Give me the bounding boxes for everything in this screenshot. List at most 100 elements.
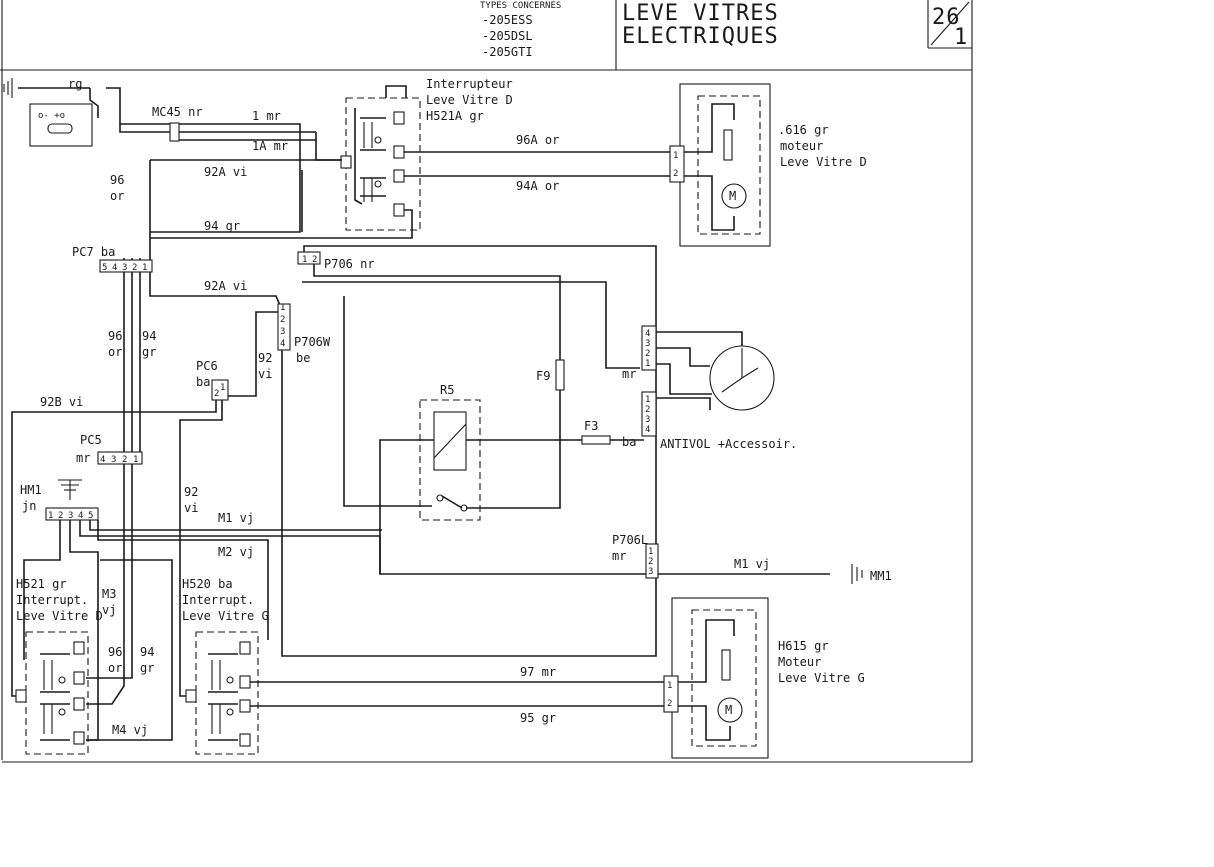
switch-d-h521: H521 gr Interrupt. Leve Vitre D	[15, 577, 103, 755]
connector-pc7: PC7 ba 5 4 3 2 1	[72, 245, 153, 273]
pc6-label: PC6	[196, 359, 218, 373]
wire-94gr-mid-b: gr	[142, 345, 156, 359]
connector-pc5: PC5 mr 4 3 2 1	[76, 433, 143, 465]
motor-left: 1 2 M H615 gr Moteur Leve Vitre G	[663, 597, 865, 759]
pc6-pin-1: 1	[220, 383, 225, 393]
battery: o- +o rg	[3, 77, 316, 233]
relay-label: R5	[440, 383, 454, 397]
antivol-pin-2: 2	[645, 405, 650, 415]
diagram-title-line2: ELECTRIQUES	[622, 24, 779, 49]
battery-terminals: o- +o	[38, 111, 65, 121]
switch-d-line3: Leve Vitre D	[16, 609, 103, 623]
wire-96or-top-b: or	[110, 189, 124, 203]
motor-left-line1: H615 gr	[778, 639, 829, 653]
p706w-pin-4: 4	[280, 339, 285, 349]
motor-left-line2: Moteur	[778, 655, 821, 669]
p706w-pin-1: 1	[280, 303, 285, 313]
p706l-label: P706L	[612, 533, 648, 547]
connector-p706w: 4 3 2 1 P706W be	[277, 303, 331, 365]
wire-92vi-low-b: vi	[184, 501, 198, 515]
wiper-pin-4: 4	[645, 329, 650, 339]
svg-text:2: 2	[673, 169, 678, 179]
antivol-pin-4: 4	[645, 425, 650, 435]
p706-pin-1: 1	[302, 255, 307, 265]
wire-92avi-top: 92A vi	[204, 165, 247, 179]
wire-m4vj: M4 vj	[112, 723, 148, 737]
hm1-pin-3: 3	[68, 511, 73, 521]
wire-96or-mid-a: 96	[108, 329, 122, 343]
wire-m1vj: M1 vj	[218, 511, 254, 525]
wire-96or-low-b: or	[108, 661, 122, 675]
switch-right-line3: H521A gr	[426, 109, 484, 123]
switch-g-line2: Interrupt.	[182, 593, 254, 607]
pc5-label: PC5	[80, 433, 102, 447]
motor-right-line3: Leve Vitre D	[780, 155, 867, 169]
antivol: 4 3 2 1 ANTIVOL +Accessoir.	[641, 391, 797, 451]
wire-94gr-top: 94 gr	[204, 219, 240, 233]
wiper-color: mr	[622, 367, 636, 381]
sheet-number: 26	[932, 5, 961, 30]
p706l-pin-3: 3	[648, 567, 653, 577]
connector-p706l: P706L mr 1 2 3	[612, 533, 659, 579]
wire-1mr: 1 mr	[252, 109, 281, 123]
f3-label: F3	[584, 419, 598, 433]
fuse-f3: F3 ba	[581, 419, 636, 449]
wiper-pin-2: 2	[645, 349, 650, 359]
connector-mc45: MC45 nr	[152, 105, 316, 142]
diagram-title-line1: LEVE VITRES	[622, 1, 779, 26]
wire-m2vj: M2 vj	[218, 545, 254, 559]
fuse-f9: F9	[536, 359, 565, 391]
hm1-color: jn	[22, 499, 36, 513]
wire-94gr-low-a: 94	[140, 645, 154, 659]
wire-m3vj-a: M3	[102, 587, 116, 601]
p706w-pin-2: 2	[280, 315, 285, 325]
wire-96or-low-a: 96	[108, 645, 122, 659]
motor-right-symbol: M	[729, 189, 736, 203]
svg-text:2: 2	[667, 699, 672, 709]
types-title: TYPES CONCERNES	[480, 1, 561, 11]
motor-left-line3: Leve Vitre G	[778, 671, 865, 685]
pc6-pin-2: 2	[214, 389, 219, 399]
wire-96or-mid-b: or	[108, 345, 122, 359]
type-205dsl: -205DSL	[482, 29, 533, 43]
p706l-pin-1: 1	[648, 547, 653, 557]
switch-g-line1: H520 ba	[182, 577, 233, 591]
pc7-pin-2: 2	[132, 263, 137, 273]
pc7-pin-3: 3	[122, 263, 127, 273]
p706l-pin-2: 2	[648, 557, 653, 567]
pc5-pin-3: 3	[111, 455, 116, 465]
switch-g-line3: Leve Vitre G	[182, 609, 269, 623]
wire-m1vj-right: M1 vj	[734, 557, 770, 571]
wire-97mr: 97 mr	[520, 665, 556, 679]
pc6-color: ba	[196, 375, 210, 389]
connector-hm1: HM1 jn 1 2 3 4 5	[20, 479, 99, 521]
antivol-pin-1: 1	[645, 395, 650, 405]
p706w-label: P706W	[294, 335, 331, 349]
p706-label: P706 nr	[324, 257, 375, 271]
pc5-pin-4: 4	[100, 455, 105, 465]
pc7-pin-5: 5	[102, 263, 107, 273]
switch-right-line1: Interrupteur	[426, 77, 513, 91]
sheet-sub: 1	[954, 25, 968, 50]
wire-96or-top-a: 96	[110, 173, 124, 187]
pc5-pin-2: 2	[122, 455, 127, 465]
wire-92bvi: 92B vi	[40, 395, 83, 409]
switch-right-h521a: Interrupteur Leve Vitre D H521A gr	[340, 77, 513, 231]
wiper-pin-3: 3	[645, 339, 650, 349]
title-block: TYPES CONCERNES -205ESS -205DSL -205GTI …	[0, 0, 973, 763]
hm1-pin-4: 4	[78, 511, 83, 521]
motor-right-line2: moteur	[780, 139, 823, 153]
type-205gti: -205GTI	[482, 45, 533, 59]
connector-p706: 1 2 P706 nr	[297, 251, 375, 271]
switch-d-line2: Interrupt.	[16, 593, 88, 607]
pc7-label: PC7 ba	[72, 245, 115, 259]
hm1-pin-5: 5	[88, 511, 93, 521]
ground-mm1: MM1	[851, 564, 892, 584]
switch-right-line2: Leve Vitre D	[426, 93, 513, 107]
svg-text:1: 1	[667, 681, 672, 691]
p706l-color: mr	[612, 549, 626, 563]
wire-92vi-a: 92	[258, 351, 272, 365]
pc7-pin-4: 4	[112, 263, 117, 273]
wire-92vi-low-a: 92	[184, 485, 198, 499]
